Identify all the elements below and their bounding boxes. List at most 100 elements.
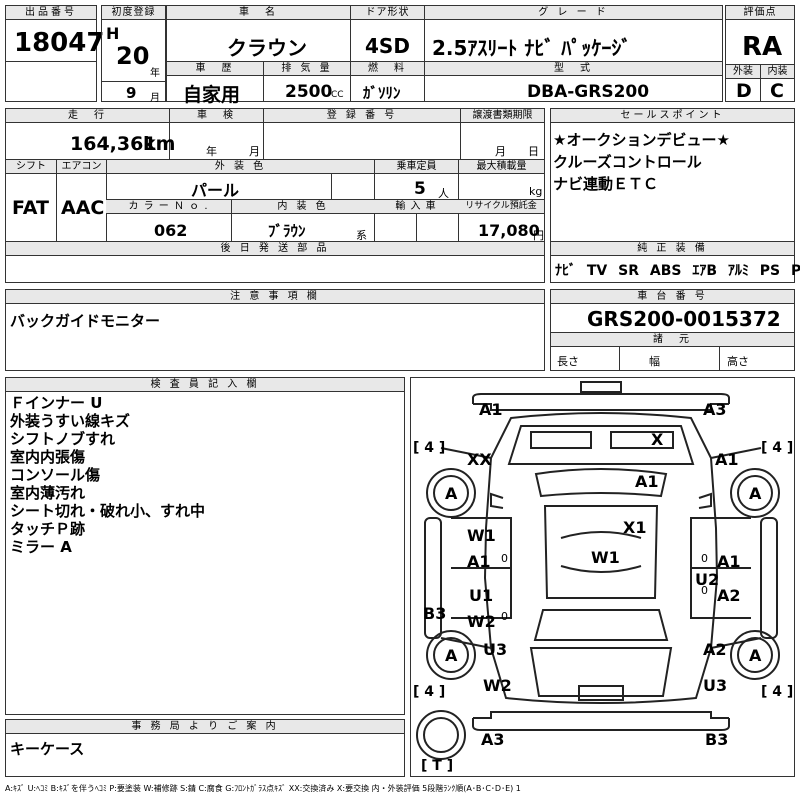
later-parts-label: 後 日 発 送 部 品 [6,242,544,256]
office-label: 事 務 局 よ り ご 案 内 [6,720,404,734]
equip-alloy: ｱﾙﾐ [727,263,749,279]
color-label: 外 装 色 [106,160,374,174]
sales-point-label: セールスポイント [551,109,794,123]
equip-sr: SR [618,263,640,279]
tire-depth-rl: [ 4 ] [413,684,446,700]
tire-depth-rr: [ 4 ] [761,684,794,700]
aircon: AAC [61,197,105,219]
model: DBA-GRS200 [527,82,650,102]
inspector-line: 室内内張傷 [10,448,86,466]
wheel-fl-grade: A [445,484,458,503]
mark-rear-right: B3 [705,730,729,749]
recycle-fee: 17,080 [478,221,540,240]
door-label: ドア形状 [350,6,424,20]
load-unit: kg [529,185,543,198]
mileage-unit: km [143,133,176,155]
fuel: ｶﾞｿﾘﾝ [363,84,401,102]
vehicle-name: クラウン [227,36,307,60]
mark-left-front-door-w1: W1 [467,526,496,545]
mark-rear-left: A3 [481,730,505,749]
interior-color: ﾌﾞﾗｳﾝ [268,222,306,240]
tire-depth-fr: [ 4 ] [761,440,794,456]
grade: 2.5ｱｽﾘｰﾄ ﾅﾋﾞ ﾊﾟｯｹｰｼﾞ [432,36,632,60]
door-type: 4SD [365,34,410,58]
inspector-line: タッチＰ跡 [10,520,86,538]
car-diagram: [ 4 ] [ 4 ] [ 4 ] [ 4 ] [ T ] A A A A A1… [410,377,795,777]
model-label: 型 式 [424,62,722,76]
interior-unit: 系 [356,229,367,242]
reg-year: 20 [116,42,150,70]
fuel-label: 燃 料 [350,62,424,76]
equipment-label: 純 正 装 備 [551,242,794,256]
caution-text: バックガイドモニター [10,312,161,330]
mark-left-rear-door-u1: U1 [469,586,494,605]
mark-roof-w1: W1 [591,548,620,567]
year-unit: 年 [150,68,160,79]
capacity: 5 [414,179,426,199]
mark-left-rear-door-w2: W2 [467,612,496,631]
score-label: 評価点 [726,6,794,20]
recycle-unit: 円 [533,229,544,242]
score-box: 評価点 RA 外装 内装 D C [725,5,795,102]
interior-color-label: 内 装 色 [231,200,374,214]
mark-front-right: A3 [703,400,727,419]
transfer-month-unit: 月 [495,145,506,158]
recycle-label: リサイクル預託金 [458,200,544,214]
displacement: 2500 [285,82,333,102]
mark-right-sill-u2: U2 [695,570,720,589]
transfer-doc-label: 譲渡書類期限 [460,109,544,123]
mark-right-quarter-a2: A2 [703,640,727,659]
mark-left-quarter-u3: U3 [483,640,508,659]
legend: A:ｷｽﾞ U:ﾍｺﾐ B:ｷｽﾞを伴うﾍｺﾐ P:要塗装 W:補修跡 S:錆 … [5,784,521,793]
mark-fl-fender: XX [467,450,492,469]
wheel-fr-grade: A [749,484,762,503]
inspector-line: シフトノブすれ [10,430,116,448]
equip-pw: PW [791,263,800,279]
mark-left-quarter-w2: W2 [483,676,512,695]
inspection-month-unit: 月 [249,145,260,158]
lot-number: 18047 [14,28,105,58]
mileage: 164,361 [70,133,157,155]
sales-line-3: ナビ連動ＥＴＣ [553,175,659,193]
displacement-label: 排 気 量 [263,62,350,76]
wheel-rr-grade: A [749,646,762,665]
caution-label: 注 意 事 項 欄 [6,290,544,304]
lot-number-box: 出品番号 18047 [5,5,104,102]
office-box: 事 務 局 よ り ご 案 内 キーケース [5,719,405,777]
transfer-day-unit: 日 [528,145,539,158]
name-label: 車 名 [167,6,350,20]
office-text: キーケース [10,740,85,758]
mark-small-left-rear: 0 [501,610,508,623]
tire-depth-spare: [ T ] [421,758,454,774]
wheel-rl-grade: A [445,646,458,665]
chassis-label: 車 台 番 号 [551,290,794,304]
grade-label: グ レ ー ド [424,6,722,20]
first-registration-box: 初度登録 H 20 年 9 月 [101,5,166,104]
mark-right-front-door-a1: A1 [717,552,741,571]
car-outline [416,381,780,760]
capacity-unit: 人 [438,187,449,200]
equip-tv: TV [586,263,608,279]
height-label: 高さ [727,355,749,368]
equip-navi: ﾅﾋﾞ [555,263,576,279]
interior-label: 内装 [760,65,794,79]
aircon-label: エアコン [56,160,106,174]
sales-line-1: ★オークションデビュー★ [553,131,730,149]
details-box: 走 行 車 検 登 録 番 号 譲渡書類期限 164,361 km 年 月 月 … [5,108,545,283]
mark-small-right-rear: 0 [701,584,708,597]
sales-line-2: クルーズコントロール [553,153,702,171]
vehicle-info-box: 車 名 ドア形状 グ レ ー ド クラウン 4SD 2.5ｱｽﾘｰﾄ ﾅﾋﾞ ﾊ… [166,5,723,106]
import-label: 輸 入 車 [374,200,458,214]
displacement-unit: CC [331,90,344,100]
shift-label: シフト [6,160,56,174]
inspector-line: 室内薄汚れ [10,484,86,502]
lot-number-label: 出品番号 [6,6,96,20]
max-load-label: 最大積載量 [458,160,544,174]
mark-right-quarter-u3: U3 [703,676,728,695]
inspector-label: 検 査 員 記 入 欄 [6,378,404,392]
inspector-line: 外装うすい線キズ [10,412,131,430]
exterior-color: パール [191,181,240,200]
exterior-label: 外装 [726,65,760,79]
inspector-line: Ｆインナー U [10,394,103,412]
capacity-label: 乗車定員 [374,160,458,174]
